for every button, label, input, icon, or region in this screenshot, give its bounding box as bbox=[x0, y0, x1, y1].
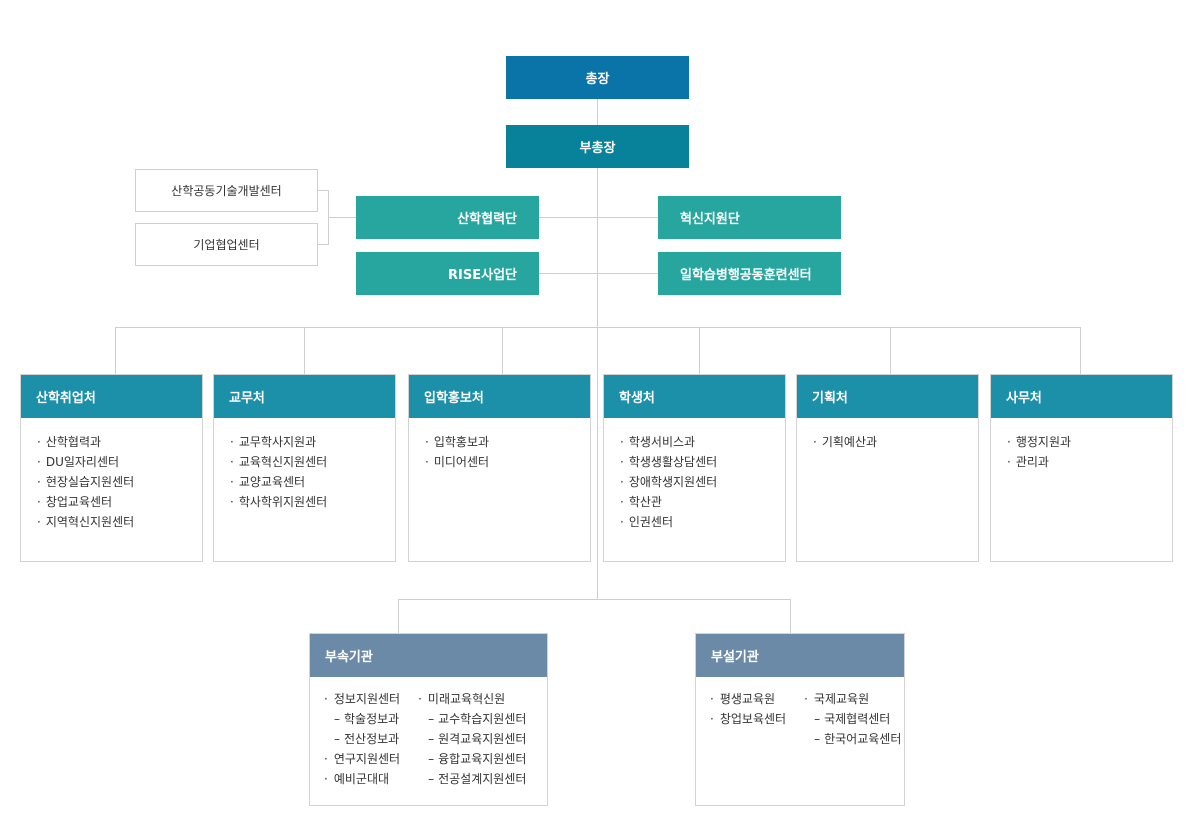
inst-column: 정보지원센터 학술정보과 전산정보과 연구지원센터 예비군대대 bbox=[324, 689, 400, 789]
inst-subitem[interactable]: 한국어교육센터 bbox=[804, 729, 901, 749]
connector-dept-5 bbox=[890, 327, 891, 374]
connector-dept-bar bbox=[115, 327, 1081, 328]
inst-subitem[interactable]: 원격교육지원센터 bbox=[418, 729, 526, 749]
inst-subitem[interactable]: 교수학습지원센터 bbox=[418, 709, 526, 729]
vice-president-label: 부총장 bbox=[579, 141, 616, 156]
inst-item[interactable]: 미래교육혁신원 bbox=[418, 689, 526, 709]
connector-dept-6 bbox=[1080, 327, 1081, 374]
dept-item[interactable]: 학산관 bbox=[620, 492, 785, 512]
dept-5: 사무처 행정지원과 관리과 bbox=[990, 374, 1173, 562]
vice-president-box[interactable]: 부총장 bbox=[506, 125, 689, 168]
dept-item[interactable]: 기획예산과 bbox=[813, 432, 978, 452]
dept-header[interactable]: 사무처 bbox=[991, 375, 1172, 418]
dept-item[interactable]: 창업교육센터 bbox=[37, 492, 202, 512]
inst-subitem[interactable]: 융합교육지원센터 bbox=[418, 749, 526, 769]
connector-inst-1 bbox=[398, 599, 399, 633]
inst-subitem[interactable]: 전산정보과 bbox=[324, 729, 400, 749]
dept-header[interactable]: 교무처 bbox=[214, 375, 395, 418]
dept-header[interactable]: 입학홍보처 bbox=[409, 375, 590, 418]
side-unit-1[interactable]: 기업협업센터 bbox=[135, 223, 318, 266]
inst-subitem[interactable]: 국제협력센터 bbox=[804, 709, 901, 729]
inst-header[interactable]: 부속기관 bbox=[310, 634, 547, 677]
dept-item[interactable]: 학사학위지원센터 bbox=[230, 492, 395, 512]
dept-item-list: 기획예산과 bbox=[797, 432, 978, 452]
inst-item[interactable]: 정보지원센터 bbox=[324, 689, 400, 709]
attached-institutions: 부설기관 평생교육원 창업보육센터 국제교육원 국제협력센터 한국어교육센터 bbox=[695, 633, 905, 806]
connector-left-unit-1 bbox=[538, 217, 597, 218]
dept-item[interactable]: DU일자리센터 bbox=[37, 452, 202, 472]
dept-item-list: 산학협력과 DU일자리센터 현장실습지원센터 창업교육센터 지역혁신지원센터 bbox=[21, 432, 202, 532]
president-label: 총장 bbox=[585, 72, 610, 87]
connector-left-unit-2 bbox=[538, 273, 597, 274]
dept-2: 입학홍보처 입학홍보과 미디어센터 bbox=[408, 374, 591, 562]
dept-item[interactable]: 미디어센터 bbox=[425, 452, 590, 472]
connector-right-unit-1 bbox=[598, 217, 658, 218]
dept-header[interactable]: 산학취업처 bbox=[21, 375, 202, 418]
dept-item[interactable]: 지역혁신지원센터 bbox=[37, 512, 202, 532]
left-unit-label: RISE사업단 bbox=[448, 268, 517, 283]
dept-header[interactable]: 기획처 bbox=[797, 375, 978, 418]
connector-inst-bar bbox=[398, 599, 791, 600]
connector-dept-3 bbox=[502, 327, 503, 374]
inst-columns: 평생교육원 창업보육센터 국제교육원 국제협력센터 한국어교육센터 bbox=[696, 677, 904, 749]
left-unit-label: 산학협력단 bbox=[457, 212, 517, 227]
president-box[interactable]: 총장 bbox=[506, 56, 689, 99]
dept-item[interactable]: 교양교육센터 bbox=[230, 472, 395, 492]
inst-column: 평생교육원 창업보육센터 bbox=[710, 689, 786, 749]
inst-column: 국제교육원 국제협력센터 한국어교육센터 bbox=[804, 689, 901, 749]
connector-trunk bbox=[597, 98, 598, 600]
dept-item[interactable]: 학생생활상담센터 bbox=[620, 452, 785, 472]
right-unit-label: 일학습병행공동훈련센터 bbox=[680, 268, 812, 283]
connector-dept-1 bbox=[115, 327, 116, 374]
side-unit-0[interactable]: 산학공동기술개발센터 bbox=[135, 169, 318, 212]
dept-item-list: 입학홍보과 미디어센터 bbox=[409, 432, 590, 472]
connector-dept-2 bbox=[304, 327, 305, 374]
connector-side-h2 bbox=[317, 244, 328, 245]
inst-subitem[interactable]: 학술정보과 bbox=[324, 709, 400, 729]
inst-subitem[interactable]: 전공설계지원센터 bbox=[418, 769, 526, 789]
left-unit-1[interactable]: RISE사업단 bbox=[356, 252, 539, 295]
connector-side-h1 bbox=[317, 190, 328, 191]
dept-item[interactable]: 관리과 bbox=[1007, 452, 1172, 472]
dept-0: 산학취업처 산학협력과 DU일자리센터 현장실습지원센터 창업교육센터 지역혁신… bbox=[20, 374, 203, 562]
connector-side-to-unit bbox=[328, 217, 356, 218]
inst-header[interactable]: 부설기관 bbox=[696, 634, 904, 677]
dept-item[interactable]: 장애학생지원센터 bbox=[620, 472, 785, 492]
inst-item[interactable]: 평생교육원 bbox=[710, 689, 786, 709]
side-unit-label: 기업협업센터 bbox=[193, 238, 260, 252]
dept-1: 교무처 교무학사지원과 교육혁신지원센터 교양교육센터 학사학위지원센터 bbox=[213, 374, 396, 562]
inst-columns: 정보지원센터 학술정보과 전산정보과 연구지원센터 예비군대대 미래교육혁신원 … bbox=[310, 677, 547, 789]
inst-column: 미래교육혁신원 교수학습지원센터 원격교육지원센터 융합교육지원센터 전공설계지… bbox=[418, 689, 527, 789]
dept-item[interactable]: 산학협력과 bbox=[37, 432, 202, 452]
inst-item[interactable]: 연구지원센터 bbox=[324, 749, 400, 769]
dept-item[interactable]: 인권센터 bbox=[620, 512, 785, 532]
dept-header[interactable]: 학생처 bbox=[604, 375, 785, 418]
dept-item-list: 교무학사지원과 교육혁신지원센터 교양교육센터 학사학위지원센터 bbox=[214, 432, 395, 512]
right-unit-0[interactable]: 혁신지원단 bbox=[658, 196, 841, 239]
connector-inst-2 bbox=[790, 599, 791, 633]
dept-3: 학생처 학생서비스과 학생생활상담센터 장애학생지원센터 학산관 인권센터 bbox=[603, 374, 786, 562]
inst-item[interactable]: 창업보육센터 bbox=[710, 709, 786, 729]
dept-4: 기획처 기획예산과 bbox=[796, 374, 979, 562]
inst-item[interactable]: 국제교육원 bbox=[804, 689, 901, 709]
dept-item-list: 행정지원과 관리과 bbox=[991, 432, 1172, 472]
right-unit-1[interactable]: 일학습병행공동훈련센터 bbox=[658, 252, 841, 295]
connector-right-unit-2 bbox=[598, 273, 658, 274]
side-unit-label: 산학공동기술개발센터 bbox=[171, 184, 282, 198]
affiliated-institutions: 부속기관 정보지원센터 학술정보과 전산정보과 연구지원센터 예비군대대 미래교… bbox=[309, 633, 548, 806]
dept-item[interactable]: 교무학사지원과 bbox=[230, 432, 395, 452]
connector-dept-4 bbox=[699, 327, 700, 374]
dept-item[interactable]: 교육혁신지원센터 bbox=[230, 452, 395, 472]
dept-item-list: 학생서비스과 학생생활상담센터 장애학생지원센터 학산관 인권센터 bbox=[604, 432, 785, 532]
dept-item[interactable]: 행정지원과 bbox=[1007, 432, 1172, 452]
right-unit-label: 혁신지원단 bbox=[680, 212, 740, 227]
inst-item[interactable]: 예비군대대 bbox=[324, 769, 400, 789]
left-unit-0[interactable]: 산학협력단 bbox=[356, 196, 539, 239]
dept-item[interactable]: 입학홍보과 bbox=[425, 432, 590, 452]
dept-item[interactable]: 학생서비스과 bbox=[620, 432, 785, 452]
dept-item[interactable]: 현장실습지원센터 bbox=[37, 472, 202, 492]
